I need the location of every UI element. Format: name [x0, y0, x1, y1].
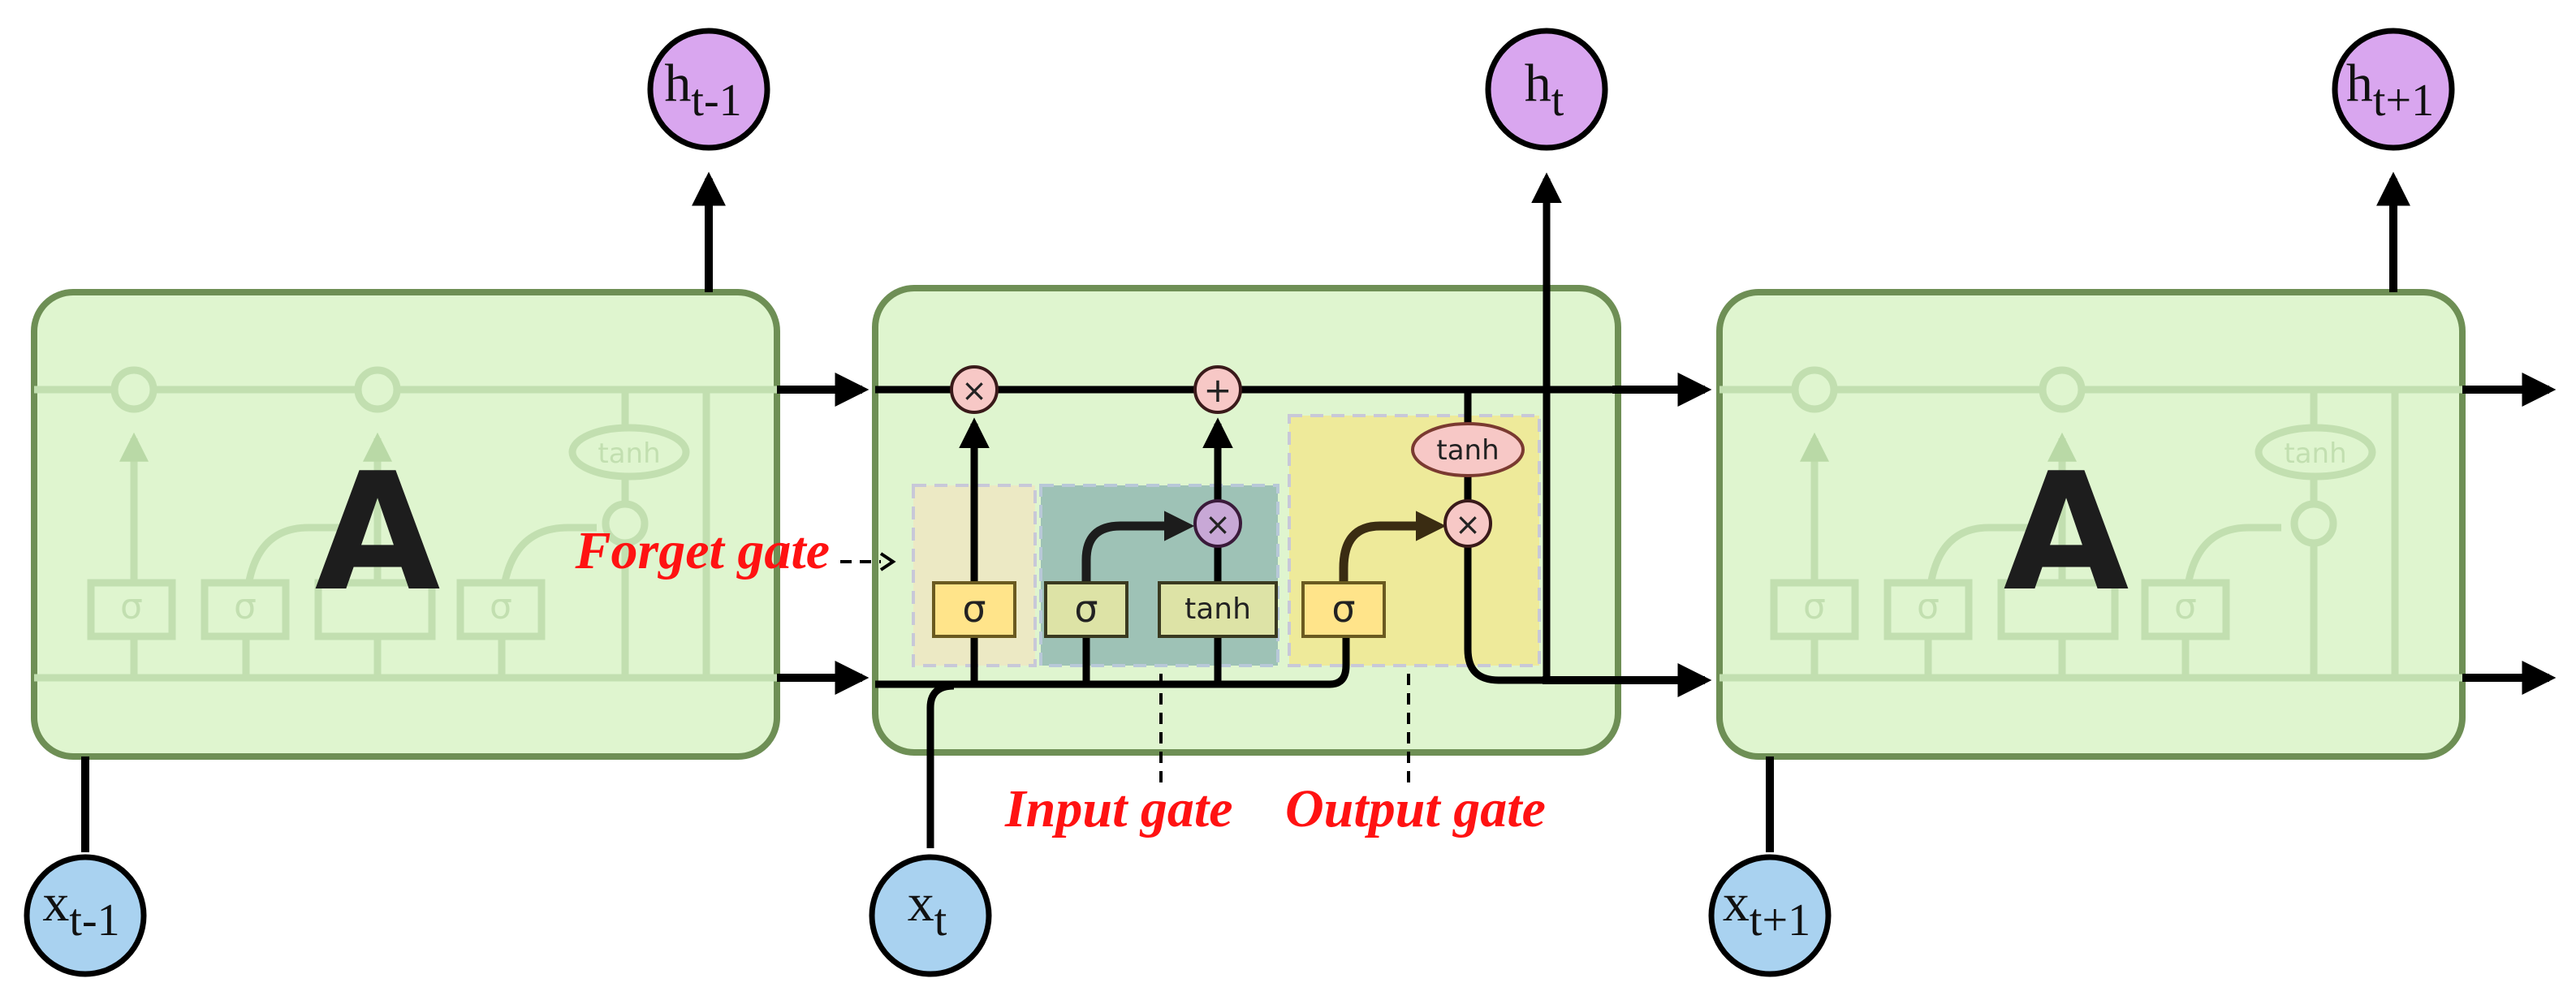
- cell-tanh-label: tanh: [1436, 434, 1499, 467]
- h-curr-node: ht: [1485, 28, 1608, 151]
- svg-text:σ: σ: [1917, 586, 1940, 627]
- input-mult-op: ×: [1193, 499, 1242, 548]
- input-tanh-gate: tanh: [1158, 581, 1278, 638]
- left-cell-label: A: [315, 438, 441, 627]
- output-sigma-label: σ: [1331, 587, 1355, 631]
- x-curr-base: x: [908, 873, 934, 933]
- cell-tanh-node: tanh: [1411, 422, 1525, 477]
- forget-mult-symbol: ×: [961, 373, 987, 408]
- svg-text:σ: σ: [2174, 586, 2197, 627]
- x-prev-base: x: [42, 873, 69, 933]
- forget-gate-label: Forget gate: [575, 521, 830, 580]
- annotation-leaders: [840, 552, 1410, 786]
- input-mult-symbol: ×: [1205, 506, 1231, 542]
- h-prev-node: ht-1: [647, 28, 770, 151]
- forget-sigma-label: σ: [962, 587, 986, 631]
- hidden-state-bottom-line: [875, 629, 1350, 688]
- h-curr-sub: t: [1551, 75, 1564, 126]
- input-sigma-curve: [1081, 511, 1195, 588]
- svg-text:xt+1: xt+1: [1723, 873, 1810, 946]
- x-curr-sub: t: [934, 895, 947, 946]
- cell-add-symbol: +: [1203, 370, 1232, 410]
- input-sigma-gate: σ: [1044, 581, 1128, 638]
- svg-text:ht-1: ht-1: [664, 54, 741, 126]
- x-prev-sub: t-1: [69, 895, 119, 946]
- h-curr-base: h: [1525, 54, 1551, 113]
- svg-text:σ: σ: [1803, 586, 1826, 627]
- svg-text:xt: xt: [908, 873, 947, 946]
- x-next-node: xt+1: [1708, 854, 1832, 977]
- output-mult-op: ×: [1443, 499, 1492, 548]
- left-cell-faint-internals: [34, 366, 777, 682]
- right-lstm-cell: σ σ σ tanh A: [1716, 289, 2466, 760]
- cell-add-op: +: [1193, 365, 1242, 414]
- left-cell-body: [31, 289, 780, 760]
- h-prev-sub: t-1: [691, 75, 741, 126]
- h-next-base: h: [2346, 54, 2373, 113]
- svg-text:σ: σ: [490, 586, 512, 627]
- h-next-node: ht+1: [2332, 28, 2455, 151]
- right-cell-faint-labels: σ σ σ tanh: [1803, 438, 2347, 627]
- middle-lstm-cell: σ σ tanh σ tanh × + ×: [872, 172, 1621, 848]
- forget-mult-op: ×: [950, 365, 999, 414]
- svg-text:tanh: tanh: [2284, 438, 2346, 470]
- right-cell-faint-internals: [1719, 366, 2462, 682]
- right-cell-label: A: [2004, 438, 2129, 627]
- input-tanh-label: tanh: [1184, 593, 1251, 626]
- left-lstm-cell: σ σ σ tanh A: [31, 289, 780, 760]
- svg-text:ht: ht: [1525, 54, 1564, 126]
- x-next-sub: t+1: [1750, 895, 1810, 946]
- input-gate-region: [1039, 484, 1279, 667]
- x-input-line: [926, 682, 955, 848]
- svg-text:ht+1: ht+1: [2346, 54, 2434, 126]
- forget-gate-leader-head: [879, 552, 896, 571]
- forget-sigma-gate: σ: [932, 581, 1016, 638]
- svg-text:xt-1: xt-1: [42, 873, 119, 946]
- right-cell-body: [1716, 289, 2466, 760]
- x-next-base: x: [1723, 873, 1750, 933]
- output-mult-down: [1464, 544, 1543, 684]
- output-sigma-curve: [1339, 511, 1447, 588]
- left-cell-faint-labels: σ σ σ tanh: [120, 438, 661, 627]
- svg-text:σ: σ: [120, 586, 143, 627]
- inter-cell-arrows: [81, 171, 2557, 852]
- svg-text:σ: σ: [234, 586, 257, 627]
- x-prev-node: xt-1: [24, 854, 147, 977]
- x-curr-node: xt: [869, 854, 992, 977]
- output-mult-symbol: ×: [1455, 506, 1481, 542]
- input-gate-label: Input gate: [1004, 779, 1233, 838]
- output-gate-label: Output gate: [1285, 779, 1546, 838]
- h-prev-base: h: [664, 54, 691, 113]
- output-sigma-gate: σ: [1301, 581, 1386, 638]
- h-next-sub: t+1: [2373, 75, 2434, 126]
- svg-text:tanh: tanh: [598, 438, 660, 470]
- input-sigma-label: σ: [1074, 587, 1098, 631]
